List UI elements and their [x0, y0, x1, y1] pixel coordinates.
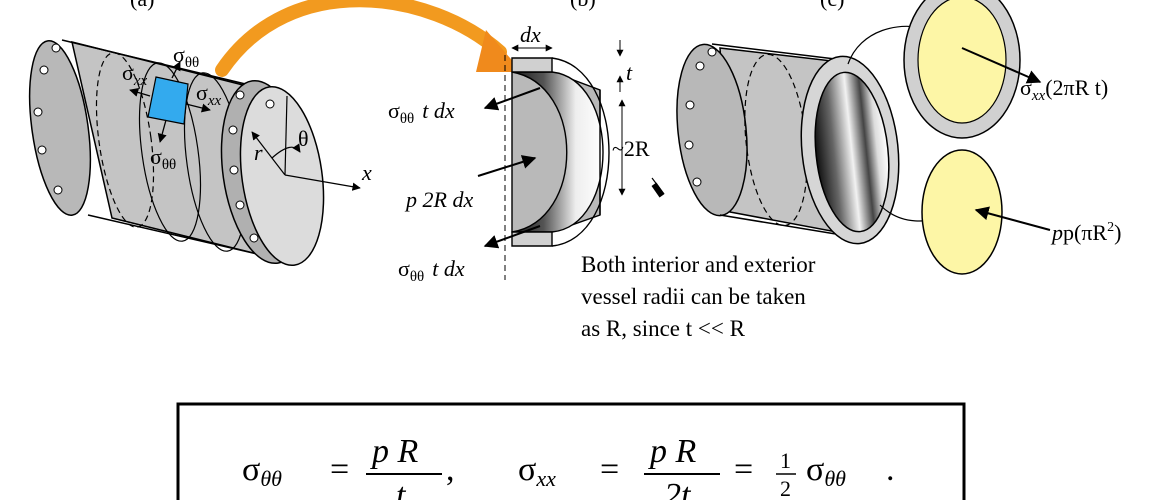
radius-label-a: r: [254, 140, 263, 165]
sigma-xx-left-a: σxx: [122, 60, 148, 89]
eq-equals-3: =: [734, 451, 753, 488]
eq-sigma-hoop-2: σθθ: [806, 451, 846, 491]
cylinder-c: [676, 43, 900, 245]
pressure-cap: [921, 149, 1003, 275]
pressure-cap-arrow: [974, 206, 1051, 231]
pressure-force-label: p 2R dx: [404, 187, 473, 212]
orange-transition-arrow: [215, 0, 507, 77]
eq-half-denominator: 2: [780, 476, 791, 500]
eq-comma: ,: [446, 451, 455, 488]
note-line-2: vessel radii can be taken: [581, 284, 806, 309]
eq-denominator-1: t: [396, 477, 407, 500]
half-ring-element: [504, 55, 610, 280]
note-line-1: Both interior and exterior: [581, 252, 816, 277]
sigma-theta-top-a: σθθ: [173, 42, 199, 71]
theta-label-a: θ: [298, 126, 309, 151]
hoop-force-bottom-arrow: [483, 225, 541, 249]
sigma-theta-bottom-a: σθθ: [150, 144, 176, 173]
x-axis-label-a: x: [361, 160, 372, 185]
panel-label-a: (a): [130, 0, 154, 11]
eq-sigma-axial: σxx: [518, 451, 556, 491]
axial-force-label: σxx(2πR t): [1020, 75, 1108, 104]
equation-box: [176, 402, 966, 500]
axial-wall-cap: [903, 0, 1021, 139]
sigma-xx-right-a: σxx: [196, 80, 222, 109]
eq-period: .: [886, 451, 895, 488]
dx-label: dx: [520, 22, 541, 47]
eq-numerator-1: p R: [370, 433, 419, 470]
equation: σθθ = p R t , σxx = p R 2t = 1 2 σθθ .: [242, 433, 895, 500]
hoop-force-top-arrow: [483, 87, 541, 111]
axial-force-arrow: [961, 47, 1042, 84]
eq-equals-2: =: [600, 451, 619, 488]
panel-label-b: (b): [570, 0, 596, 11]
pressure-force-arrow: [477, 155, 537, 177]
t-label: t: [626, 60, 633, 85]
panel-label-c: (c): [820, 0, 844, 11]
eq-numerator-2: p R: [648, 433, 697, 470]
eq-equals-1: =: [330, 451, 349, 488]
two-r-label: ~2R: [612, 136, 650, 161]
radius-note: Both interior and exterior vessel radii …: [581, 252, 816, 341]
orange-arrowhead: [476, 30, 522, 72]
note-line-3: as R, since t << R: [581, 316, 746, 341]
eq-sigma-hoop: σθθ: [242, 451, 282, 491]
stress-element: [147, 76, 189, 125]
note-pointer-tip: [651, 182, 665, 198]
eq-denominator-2: 2t: [664, 477, 692, 500]
cylinder-a: [28, 39, 361, 267]
pressure-cap-label: pp(πR2): [1050, 220, 1121, 245]
eq-half-numerator: 1: [780, 448, 791, 473]
